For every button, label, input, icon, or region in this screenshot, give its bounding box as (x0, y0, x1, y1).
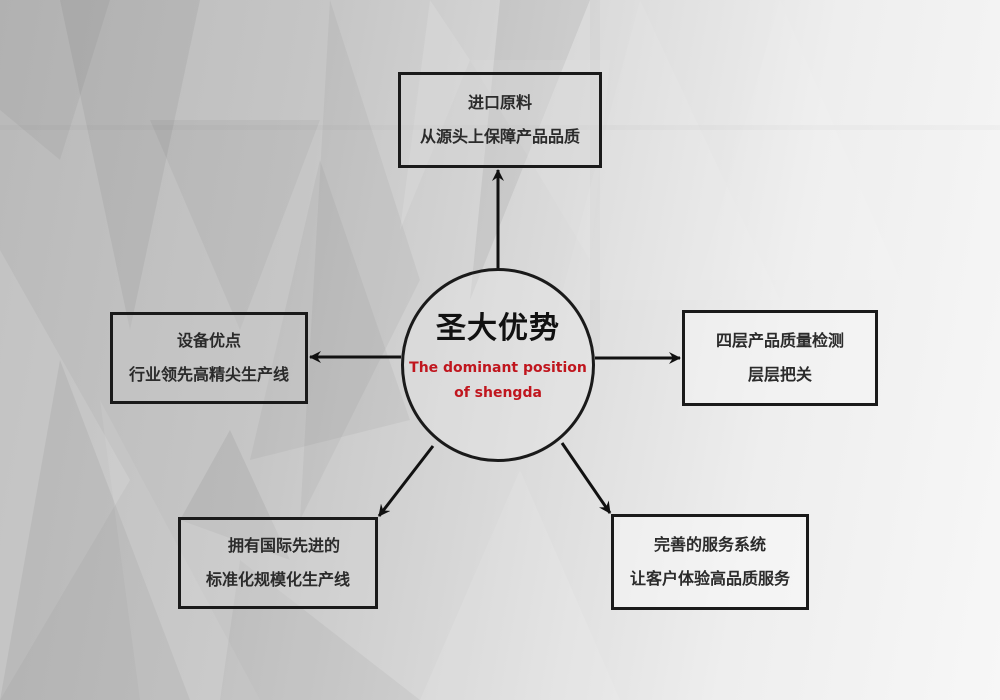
node-description: 标准化规模化生产线 (205, 570, 350, 589)
node-description: 层层把关 (747, 365, 812, 384)
center-subtitle-line2: of shengda (454, 385, 542, 401)
node-imported-materials: 进口原料 从源头上保障产品品质 (398, 72, 602, 168)
node-quality-inspection: 四层产品质量检测 层层把关 (682, 310, 878, 406)
node-description: 从源头上保障产品品质 (419, 127, 580, 146)
node-heading: 拥有国际先进的 (227, 536, 340, 555)
node-heading: 设备优点 (176, 331, 241, 350)
node-description: 行业领先高精尖生产线 (128, 365, 289, 384)
arrow-down-left (377, 445, 435, 517)
node-equipment-advantage: 设备优点 行业领先高精尖生产线 (110, 312, 308, 404)
node-description: 让客户体验高品质服务 (629, 569, 790, 588)
node-heading: 完善的服务系统 (653, 535, 766, 554)
center-title: 圣大优势 (436, 311, 560, 346)
node-heading: 进口原料 (467, 93, 532, 112)
node-heading: 四层产品质量检测 (715, 331, 844, 350)
center-advantage-circle: 圣大优势 The dominant position of shengda (401, 268, 595, 462)
node-standardized-production: 拥有国际先进的 标准化规模化生产线 (178, 517, 378, 609)
node-service-system: 完善的服务系统 让客户体验高品质服务 (611, 514, 809, 610)
arrow-down-right (560, 442, 612, 514)
center-subtitle-line1: The dominant position (409, 360, 587, 376)
